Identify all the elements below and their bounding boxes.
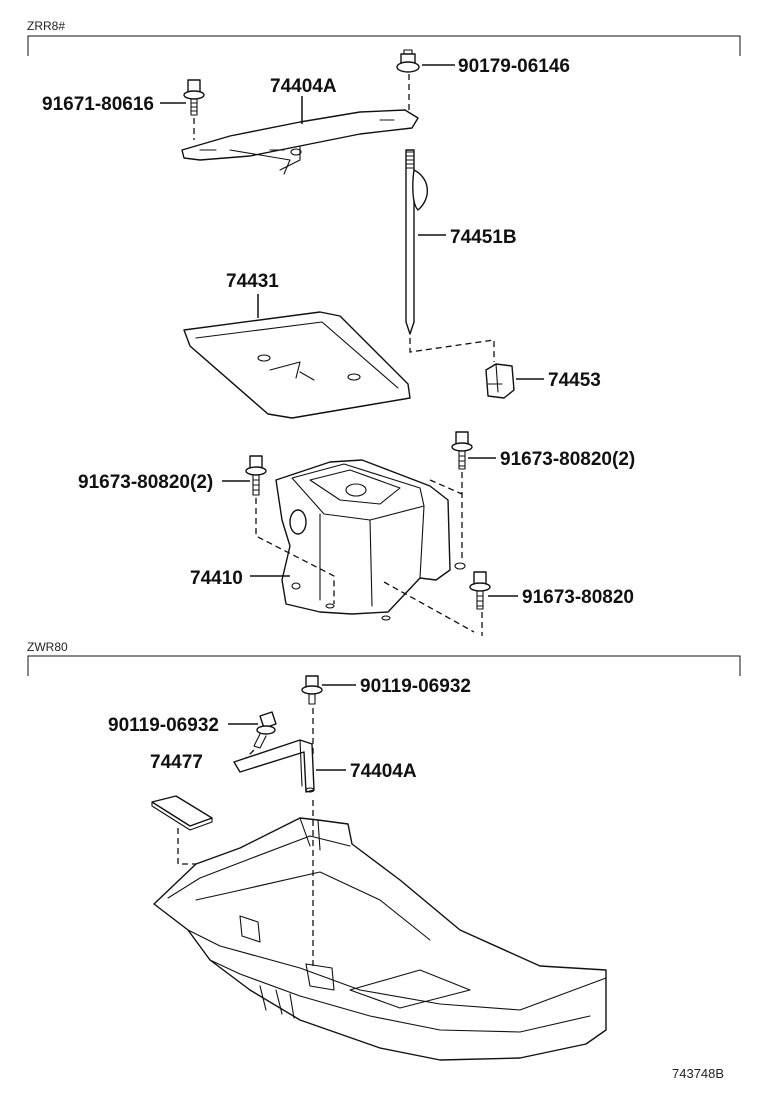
callout-74404a-top: 74404A (270, 76, 337, 97)
callout-90119-06932-left: 90119-06932 (108, 715, 219, 736)
undercover-tray (153, 817, 607, 1061)
tray-74431 (183, 311, 411, 419)
callout-74404a-zwr: 74404A (350, 761, 417, 782)
rod-74451b (405, 149, 428, 335)
bolt-91673-80820-lower (469, 571, 491, 610)
callout-91671-80616: 91671-80616 (42, 94, 154, 115)
figure-id: 743748B (672, 1066, 724, 1081)
bolt-90119-06932-left (253, 711, 277, 749)
bolt-90119-06932-top (301, 675, 323, 705)
callout-90119-06932-top: 90119-06932 (360, 676, 471, 697)
section-frame-zrr (27, 35, 741, 56)
bolt-91673-80820-left (245, 455, 267, 496)
bolt-91673-80820-right (451, 431, 473, 470)
callout-74451b: 74451B (450, 227, 517, 248)
section-frame-zwr (27, 655, 741, 676)
bracket-74404a-zwr (233, 739, 315, 793)
pad-74477 (151, 795, 213, 831)
dash-lower-bolt (383, 581, 483, 636)
callout-74477: 74477 (150, 752, 203, 773)
dash-rod-clamp (409, 338, 495, 362)
dash-left-bolt (255, 498, 335, 604)
callout-74453: 74453 (548, 370, 601, 391)
carrier-74410 (275, 459, 466, 621)
callout-74410: 74410 (190, 568, 243, 589)
bolt-91671-80616 (183, 79, 205, 116)
clamp-74453 (485, 363, 515, 399)
callout-91673-80820-lower: 91673-80820 (522, 587, 634, 608)
bolt-90179-06146 (396, 49, 420, 73)
callout-91673-80820-left: 91673-80820(2) (78, 472, 213, 493)
dash-top-edge (429, 479, 463, 495)
section-label-zrr: ZRR8# (27, 19, 65, 33)
callout-91673-80820-right: 91673-80820(2) (500, 449, 635, 470)
section-label-zwr: ZWR80 (27, 640, 68, 654)
callout-90179-06146: 90179-06146 (458, 56, 570, 77)
bracket-74404a-top (181, 109, 419, 175)
callout-74431: 74431 (226, 271, 279, 292)
